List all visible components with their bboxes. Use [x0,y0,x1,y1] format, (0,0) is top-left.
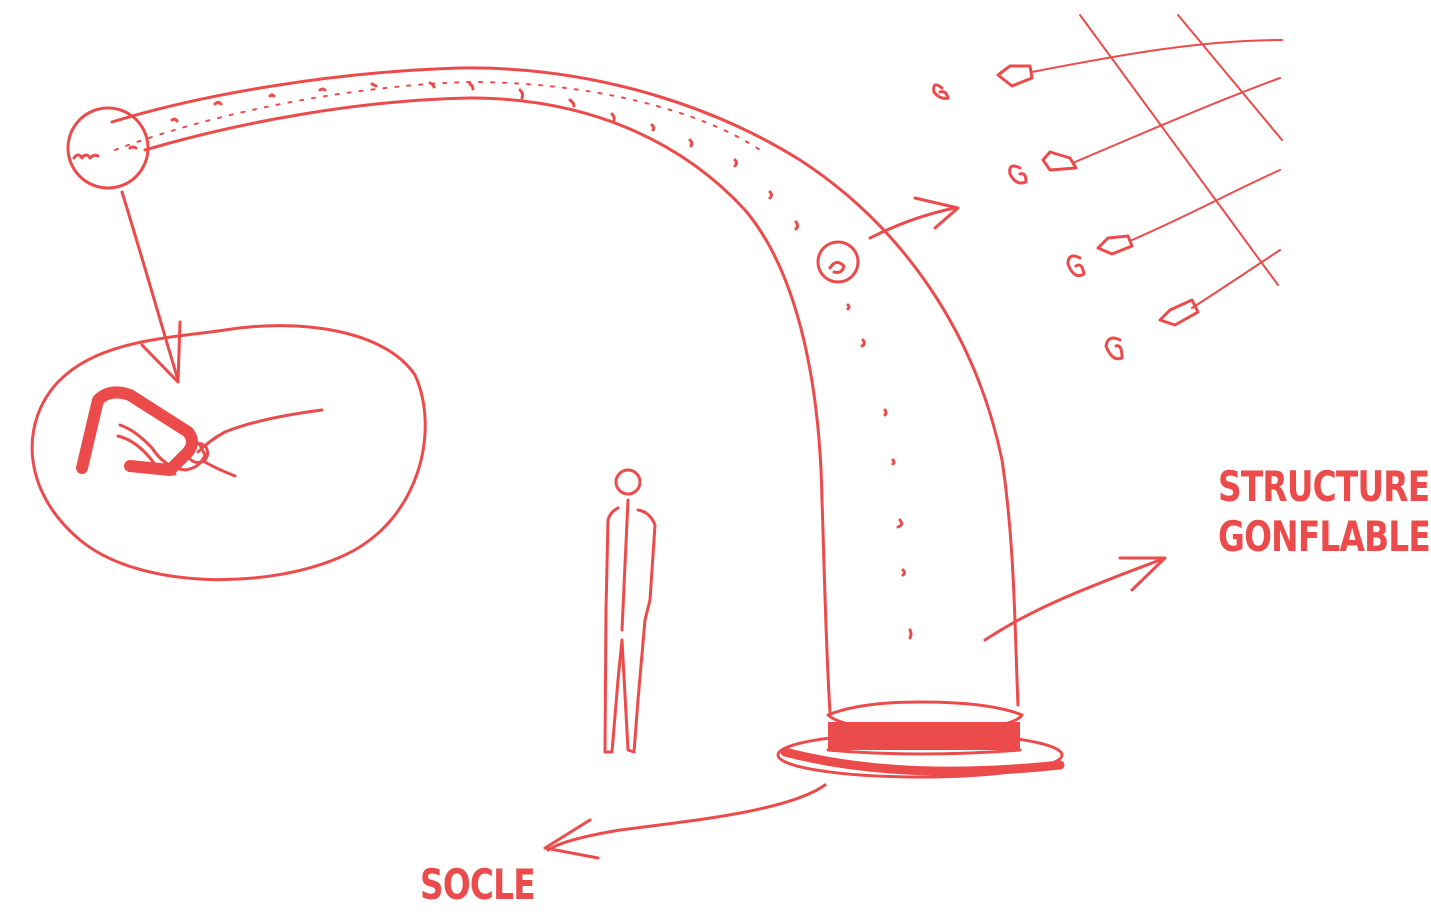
mesh-diagonal-2 [1177,14,1283,141]
person-leg-line [620,498,630,632]
plinth-lower-shadow [780,747,1065,776]
arrow-to-speakers-head [913,196,960,230]
structure-label-line1: STRUCTURE [1218,462,1430,511]
projector-clip [188,441,210,465]
wave-icons [932,83,1124,361]
mesh-diagonal-1 [1079,14,1279,286]
plinth-upper-band [828,722,1020,750]
arrow-to-socle-head [543,818,600,860]
arch-spots [128,81,913,640]
socle-label: SOCLE [420,860,536,909]
projector-highlight-inner [828,261,846,274]
projector-cable-2 [203,460,237,478]
projector-cable [196,408,324,454]
detail-zoom-circle [66,106,150,190]
projector-body-bold [76,386,198,476]
arrow-to-structure-head [1118,556,1167,592]
speaker-icons [996,64,1200,327]
structure-label-line2: GONFLABLE [1218,512,1431,561]
zoom-circle-icon [72,153,100,160]
arch-inner-contour [143,96,832,714]
arrow-to-socle-shaft [546,783,827,852]
projector-highlight-circle [816,240,860,284]
structure-gonflable-label: STRUCTURE GONFLABLE [1218,462,1431,566]
arrow-to-structure-shaft [983,558,1162,642]
arch-outer-contour [110,66,1020,707]
arrow-to-detail-head [140,320,182,384]
arrow-to-detail-shaft [120,190,180,382]
projector-inner-hook-2 [116,434,177,476]
person-body [603,506,657,754]
mesh-row-3 [1131,169,1281,241]
plinth-upper-bottom [826,748,1022,756]
mesh-row-4 [1191,249,1281,309]
person-head [614,468,642,496]
mesh-row-2 [1074,77,1281,163]
arrow-to-speakers-shaft [868,206,957,240]
detail-bubble [30,324,427,582]
arch-top-dotted [114,81,761,151]
mesh-row-1 [1031,39,1283,73]
